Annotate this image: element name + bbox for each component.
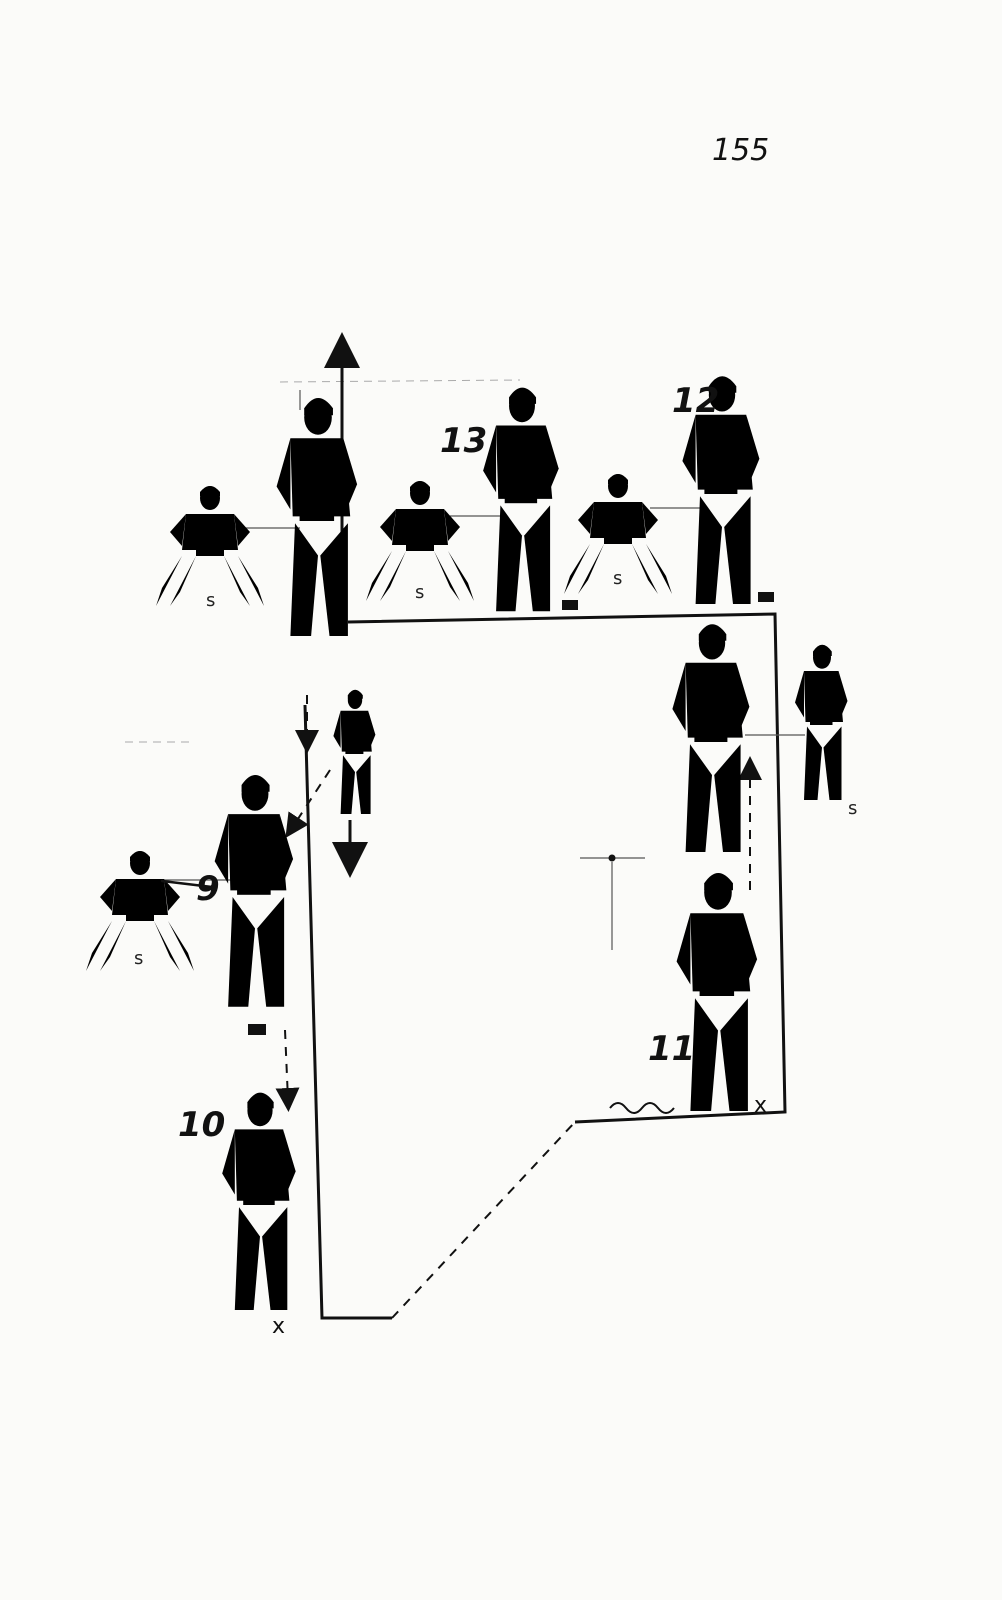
embusen-left — [303, 704, 392, 1320]
embusen-return-dashed — [391, 1121, 576, 1319]
guide-line — [279, 379, 521, 383]
foot-mark-x: x — [272, 1314, 285, 1339]
karateka-kicking-figure — [795, 644, 848, 803]
karateka-turning-figure — [333, 689, 376, 817]
filled-square-marker — [758, 592, 774, 602]
filled-dot-marker — [608, 854, 616, 862]
direction-arrow-down-dashed — [275, 1029, 300, 1112]
karateka-standing-figure — [222, 1092, 296, 1315]
filled-square-marker — [248, 1024, 266, 1035]
stance-label-s: s — [134, 948, 143, 969]
direction-arrow-diagonal — [285, 769, 331, 839]
karateka-punching-figure — [86, 851, 214, 971]
step-number-10: 10 — [178, 1105, 225, 1145]
karateka-standing-figure — [214, 774, 294, 1012]
foot-mark-x: x — [754, 1093, 767, 1118]
stance-label-s: s — [613, 568, 622, 589]
embusen-top-right — [347, 612, 787, 1124]
wavy-line — [609, 1102, 675, 1114]
page-number: 155 — [712, 133, 769, 168]
karateka-standing-figure — [483, 387, 559, 616]
filled-square-marker — [562, 600, 578, 610]
karateka-standing-figure — [276, 397, 358, 641]
stance-label-s: s — [848, 798, 857, 819]
step-number-9: 9 — [196, 869, 220, 909]
step-number-12: 12 — [672, 381, 719, 421]
stance-label-s: s — [415, 582, 424, 603]
step-number-13: 13 — [440, 421, 487, 461]
step-number-11: 11 — [648, 1029, 695, 1069]
karateka-back-view-figure — [676, 872, 758, 1116]
karateka-back-view-figure — [672, 624, 750, 857]
stance-label-s: s — [206, 590, 215, 611]
karateka-stance-figure — [156, 486, 264, 606]
